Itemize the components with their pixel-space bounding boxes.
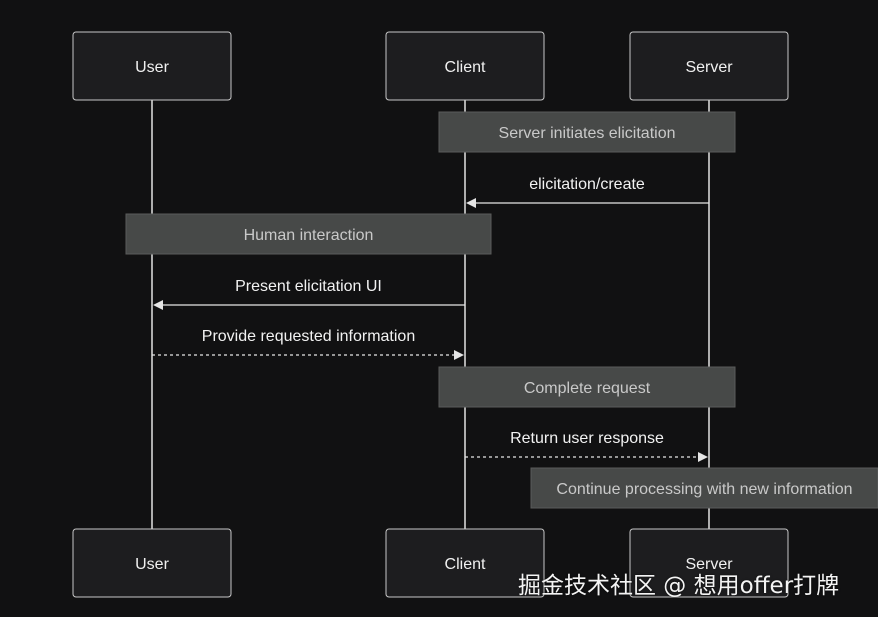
actor-box xyxy=(72,528,232,598)
arrowhead-icon xyxy=(153,300,163,310)
note-label: Complete request xyxy=(524,380,651,397)
actor-user-bottom: User xyxy=(72,528,232,598)
note-label: Human interaction xyxy=(244,227,374,244)
actor-server-top: Server xyxy=(629,31,789,101)
message-label: elicitation/create xyxy=(529,176,645,193)
actor-label: Client xyxy=(445,556,486,573)
note: Server initiates elicitation xyxy=(438,111,736,153)
actors-top: User Client Server xyxy=(72,31,789,101)
message-label: Provide requested information xyxy=(202,328,415,345)
actor-label: Server xyxy=(685,556,733,573)
arrowhead-icon xyxy=(698,452,708,462)
note: Human interaction xyxy=(125,213,492,255)
note-box xyxy=(438,366,736,408)
message: Present elicitation UI xyxy=(153,278,465,310)
message-label: Present elicitation UI xyxy=(235,278,382,295)
message-label: Return user response xyxy=(510,430,664,447)
note-box xyxy=(438,111,736,153)
actor-server-bottom: Server xyxy=(629,528,789,598)
note: Continue processing with new information xyxy=(530,467,878,509)
arrowhead-icon xyxy=(454,350,464,360)
actor-box xyxy=(385,31,545,101)
actor-box xyxy=(629,31,789,101)
note-box xyxy=(530,467,878,509)
actor-box xyxy=(72,31,232,101)
actor-box xyxy=(629,528,789,598)
actor-label: User xyxy=(135,59,169,76)
actor-client-top: Client xyxy=(385,31,545,101)
note-box xyxy=(125,213,492,255)
note-label: Server initiates elicitation xyxy=(499,125,676,142)
actor-label: User xyxy=(135,556,169,573)
note-label: Continue processing with new information xyxy=(556,481,852,498)
actor-label: Client xyxy=(445,59,486,76)
watermark: 掘金技术社区 @ 想用offer打牌 xyxy=(518,573,840,599)
steps: Server initiates elicitation elicitation/… xyxy=(125,111,878,509)
actor-box xyxy=(385,528,545,598)
message: Return user response xyxy=(465,430,708,462)
message: Provide requested information xyxy=(152,328,464,360)
actors-bottom: User Client Server xyxy=(72,528,789,598)
note: Complete request xyxy=(438,366,736,408)
actor-user-top: User xyxy=(72,31,232,101)
actor-label: Server xyxy=(685,59,733,76)
message: elicitation/create xyxy=(466,176,709,208)
actor-client-bottom: Client xyxy=(385,528,545,598)
lifelines xyxy=(151,100,710,529)
arrowhead-icon xyxy=(466,198,476,208)
